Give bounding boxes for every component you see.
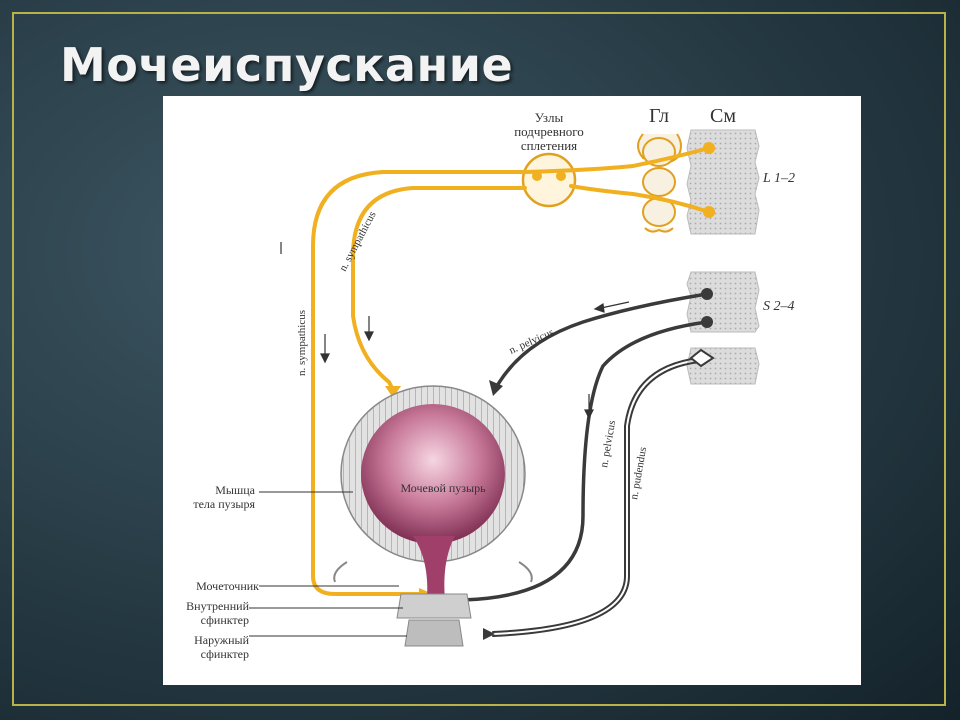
spinal-cord-sacral: [686, 271, 760, 385]
ganglia-label-line2: подчревного: [514, 124, 584, 139]
nerve-pelvicus-lower: n. pelvicus: [598, 419, 618, 468]
pudendal-nerve: [492, 357, 700, 637]
column-gl-label: Гл: [649, 105, 669, 127]
diagram-panel: Узлы подчревного сплетения Гл См L 1–2 S…: [163, 96, 861, 685]
ureter-label: Мочеточник: [196, 579, 259, 593]
int-sphincter-line1: Внутренний: [186, 599, 249, 613]
spinal-cord-lumbar: [686, 129, 760, 235]
nerve-pudendus: n. pudendus: [628, 446, 649, 500]
nerve-sympathicus-outer: n. sympathicus: [296, 310, 308, 376]
nerve-pelvicus-upper: n. pelvicus: [507, 326, 555, 356]
ganglia-label-line3: сплетения: [521, 138, 577, 153]
sympathetic-nerves: [311, 146, 711, 596]
leader-lines: [249, 491, 407, 637]
pelvic-nerves: [461, 292, 709, 602]
int-sphincter-line2: сфинктер: [201, 613, 249, 627]
ext-sphincter-line1: Наружный: [194, 633, 249, 647]
ganglion-chain: [637, 133, 682, 233]
ext-sphincter-line2: сфинктер: [201, 647, 249, 661]
direction-arrows: [280, 242, 630, 420]
bladder-label: Мочевой пузырь: [400, 481, 486, 495]
bladder: [333, 385, 533, 647]
muscle-label-line1: Мышца: [215, 483, 255, 497]
column-sm-label: См: [710, 105, 736, 127]
segment-lumbar-label: L 1–2: [762, 171, 795, 186]
segment-sacral-label: S 2–4: [763, 299, 795, 314]
ganglia-label-line1: Узлы: [535, 110, 564, 125]
muscle-label-line2: тела пузыря: [193, 497, 255, 511]
nerve-endings-dark: [455, 288, 715, 640]
hypogastric-ganglion: [521, 152, 577, 208]
slide-title: Мочеиспускание: [60, 38, 514, 92]
micturition-diagram: Узлы подчревного сплетения Гл См L 1–2 S…: [186, 105, 795, 661]
slide-frame: [12, 12, 946, 706]
